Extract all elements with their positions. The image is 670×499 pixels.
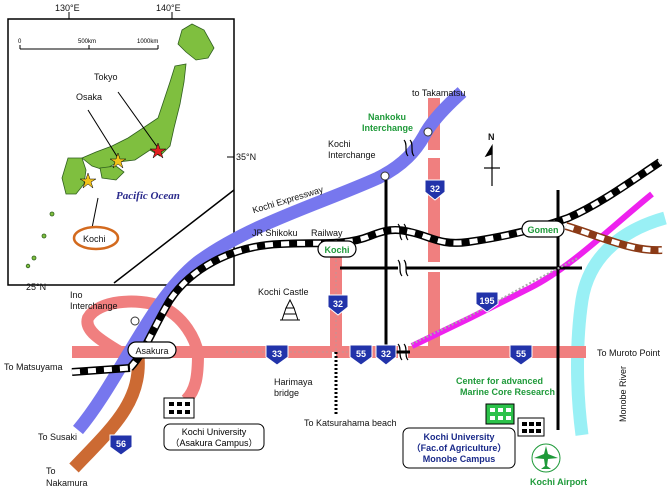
tokyo-label: Tokyo	[94, 72, 118, 82]
japan-landmass	[25, 23, 215, 269]
route-32-shield-north: 32	[424, 179, 446, 201]
svg-text:32: 32	[430, 184, 440, 194]
marine-center-label-2: Marine Core Research	[460, 387, 555, 397]
kochi-castle-label: Kochi Castle	[258, 287, 309, 297]
break-marks	[397, 139, 415, 361]
kochi-expressway	[73, 87, 467, 435]
lon-label-140: 140°E	[156, 3, 181, 13]
north-arrow-icon	[484, 143, 500, 186]
kochi-castle-icon	[280, 298, 300, 321]
ino-interchange-marker	[130, 316, 140, 326]
tokyo-star-icon	[149, 142, 167, 159]
to-susaki-label: To Susaki	[38, 432, 77, 442]
harimaya-bridge-label-1: Harimaya	[274, 377, 313, 387]
route-56-road	[69, 355, 145, 473]
scale-label-1000km: 1000km	[137, 39, 158, 45]
kochi-inset-label: Kochi	[83, 234, 106, 244]
pacific-ocean-label: Pacific Ocean	[116, 190, 180, 202]
svg-text:55: 55	[516, 349, 526, 359]
to-nakamura-label-2: Nakamura	[46, 478, 88, 488]
jr-shikoku-label: JR Shikoku	[252, 228, 298, 238]
asakura-station-label: Asakura	[127, 341, 177, 359]
route-32-shield-south: 32	[375, 344, 397, 366]
ino-interchange-label-2: Interchange	[70, 301, 118, 311]
svg-text:55: 55	[356, 349, 366, 359]
route-55-shield-east: 55	[509, 344, 533, 366]
north-label: N	[488, 132, 495, 142]
gomen-station-label: Gomen	[521, 220, 565, 238]
inset-connector	[113, 189, 235, 284]
scale-label-500km: 500km	[78, 39, 96, 45]
route-32-shield-castle: 32	[327, 294, 349, 316]
route-55-shield-west: 55	[349, 344, 373, 366]
jr-shikoku-railway	[71, 158, 663, 376]
lat-label-35: 35°N	[236, 152, 256, 162]
route-195-shield: 195	[475, 291, 499, 313]
route-shields: 32 32 55 32 55 33 56 195	[109, 179, 533, 456]
svg-text:Kochi: Kochi	[324, 245, 349, 255]
osaka-star-icon	[109, 152, 127, 169]
to-takamatsu-label: to Takamatsu	[412, 88, 465, 98]
svg-text:Kochi University: Kochi University	[423, 432, 494, 442]
asakura-campus-box: Kochi University （Asakura Campus）	[163, 423, 265, 451]
monobe-river	[571, 211, 667, 436]
airport-icon	[531, 443, 561, 473]
svg-text:195: 195	[479, 296, 494, 306]
monobe-campus-box: Kochi University （Fac.of Agriculture） Mo…	[402, 427, 516, 469]
kochi-interchange-label-2: Interchange	[328, 150, 376, 160]
nankoku-interchange-label-1: Nankoku	[368, 112, 406, 122]
kochi-interchange-label-1: Kochi	[328, 139, 351, 149]
svg-text:32: 32	[333, 299, 343, 309]
to-muroto-label: To Muroto Point	[597, 348, 661, 358]
svg-text:32: 32	[381, 349, 391, 359]
to-nakamura-label-1: To	[46, 466, 56, 476]
scale-label-0: 0	[18, 39, 22, 45]
nankoku-interchange-marker	[423, 127, 433, 137]
svg-text:Kochi University: Kochi University	[182, 427, 247, 437]
monobe-campus-building-icon	[517, 417, 545, 437]
lat-label-25: 25°N	[26, 282, 46, 292]
svg-text:（Asakura Campus）: （Asakura Campus）	[170, 438, 257, 448]
route-195-road	[410, 191, 654, 349]
asakura-campus-building-icon	[163, 397, 195, 419]
tokyo-leader	[117, 91, 159, 149]
kochi-interchange-marker	[380, 171, 390, 181]
svg-text:33: 33	[272, 349, 282, 359]
japan-inset: 130°E 140°E 35°N 25°N 0 500km 1000km	[7, 3, 256, 292]
ino-interchange-label-1: Ino	[70, 290, 83, 300]
svg-text:Asakura: Asakura	[135, 346, 168, 356]
osaka-leader	[87, 109, 119, 159]
osaka-label: Osaka	[76, 92, 102, 102]
nankoku-interchange-label-2: Interchange	[362, 123, 413, 133]
kochi-station-label: Kochi	[317, 240, 357, 258]
kochi-airport-label: Kochi Airport	[530, 477, 587, 487]
to-matsuyama-label: To Matsuyama	[4, 362, 63, 372]
kochi-ring	[72, 225, 120, 251]
kochi-star-icon	[79, 172, 97, 189]
route-33-shield: 33	[265, 344, 289, 366]
lon-label-130: 130°E	[55, 3, 80, 13]
harimaya-bridge-label-2: bridge	[274, 388, 299, 398]
svg-text:Gomen: Gomen	[527, 225, 558, 235]
svg-text:56: 56	[116, 439, 126, 449]
route-56-shield: 56	[109, 434, 133, 456]
svg-text:Monobe Campus: Monobe Campus	[423, 454, 496, 464]
marine-center-building-icon	[485, 403, 515, 425]
svg-text:（Fac.of Agriculture）: （Fac.of Agriculture）	[412, 443, 507, 453]
marine-center-label-1: Center for advanced	[456, 376, 543, 386]
to-katsurahama-label: To Katsurahama beach	[304, 418, 397, 428]
monobe-river-label: Monobe River	[618, 366, 628, 422]
railway-label: Railway	[311, 228, 343, 238]
scale-bar: 0 500km 1000km	[18, 39, 159, 50]
